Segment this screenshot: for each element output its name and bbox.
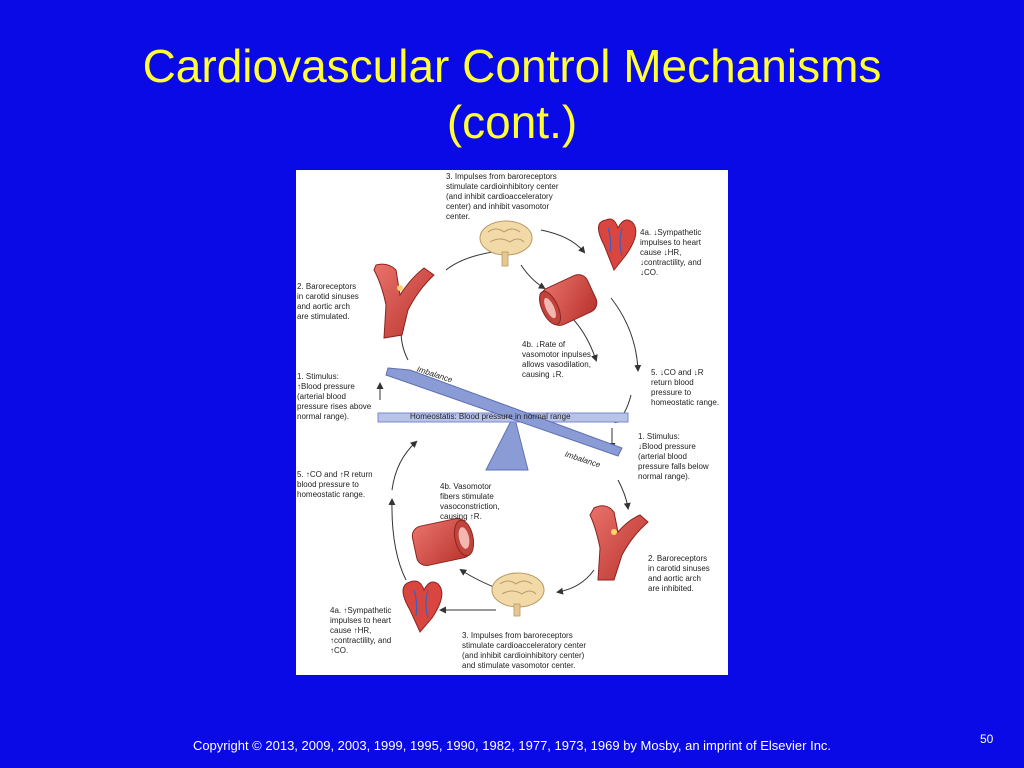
- label-bottom-step4a: 4a. ↑Sympathetic impulses to heart cause…: [330, 606, 392, 655]
- arrow-heart-to-step5-top: [610, 297, 642, 372]
- heart-top-icon: [598, 218, 637, 271]
- diagram-artwork: [373, 218, 649, 633]
- slide-title: Cardiovascular Control Mechanisms (cont.…: [0, 38, 1024, 150]
- heart-bottom-icon: [402, 580, 443, 633]
- brain-top-icon: [479, 220, 533, 256]
- arrow-beam-to-baroreceptor-bottom: [617, 479, 631, 510]
- arrow-step5-to-beam-bottom: [391, 440, 418, 491]
- label-top-step4b: 4b. ↓Rate of vasomotor inpulses allows v…: [522, 340, 591, 379]
- copyright-notice: Copyright © 2013, 2009, 2003, 1999, 1995…: [192, 738, 832, 753]
- baroreceptor-reflex-figure: 3. Impulses from baroreceptors stimulate…: [296, 170, 728, 675]
- fulcrum: [485, 413, 529, 471]
- brain-bottom-icon: [491, 572, 545, 608]
- label-bottom-step2: 2. Baroreceptors in carotid sinuses and …: [648, 554, 710, 593]
- slide-number: 50: [980, 732, 994, 746]
- arrow-baroreceptor-to-brain-bottom: [556, 569, 595, 595]
- arrow-brain-to-vessel-top: [520, 264, 546, 290]
- baroreceptor-spot-bottom: [611, 529, 617, 535]
- carotid-artery-bottom-icon: [589, 505, 649, 581]
- carotid-artery-top-icon: [373, 263, 435, 339]
- arrow-heart-to-step5-bottom: [388, 498, 407, 581]
- label-top-step2: 2. Baroreceptors in carotid sinuses and …: [297, 282, 359, 321]
- label-bottom-step3: 3. Impulses from baroreceptors stimulate…: [462, 631, 587, 670]
- label-top-step4a: 4a. ↓Sympathetic impulses to heart cause…: [640, 228, 702, 277]
- label-homeostasis: Homeostatis: Blood pressure in normal ra…: [410, 412, 571, 421]
- label-bottom-step1: 1. Stimulus: ↓Blood pressure (arterial b…: [638, 432, 709, 481]
- title-line-1: Cardiovascular Control Mechanisms: [142, 40, 882, 92]
- arrow-brain-to-heart-top: [540, 229, 586, 254]
- title-line-2: (cont.): [446, 96, 578, 148]
- label-bottom-step5: 5. ↑CO and ↑R return blood pressure to h…: [297, 470, 373, 499]
- label-top-step3: 3. Impulses from baroreceptors stimulate…: [446, 172, 559, 221]
- label-top-step1: 1. Stimulus: ↑Blood pressure (arterial b…: [297, 372, 372, 421]
- baroreceptor-spot-top: [397, 285, 403, 291]
- label-bottom-step4b: 4b. Vasomotor fibers stimulate vasoconst…: [440, 482, 500, 521]
- homeostasis-beam: [377, 412, 629, 423]
- imbalance-beam: [385, 367, 623, 457]
- label-top-step5: 5. ↓CO and ↓R return blood pressure to h…: [651, 368, 720, 407]
